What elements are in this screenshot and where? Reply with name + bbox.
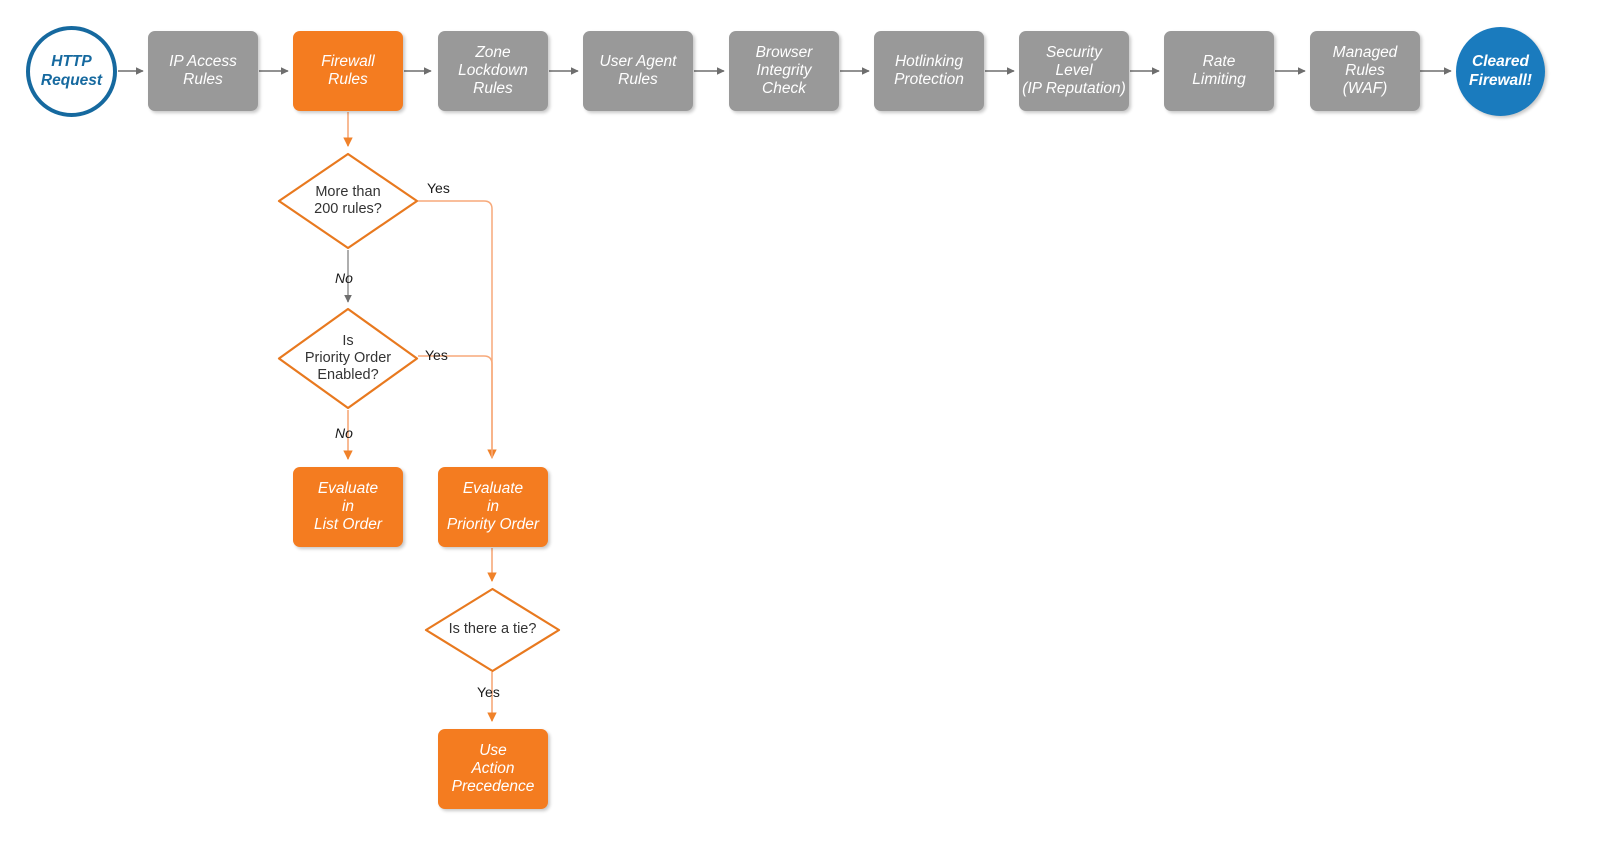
node-label: HTTP Request <box>40 53 103 89</box>
node-hotlinking-protection[interactable]: Hotlinking Protection <box>874 31 984 111</box>
diamond-shape <box>424 587 561 673</box>
node-zone-lockdown-rules[interactable]: Zone Lockdown Rules <box>438 31 548 111</box>
node-firewall-rules[interactable]: Firewall Rules <box>293 31 403 111</box>
node-label: Managed Rules (WAF) <box>1332 43 1398 98</box>
node-label: Zone Lockdown Rules <box>458 43 528 98</box>
node-decision-is-priority-order-enabled[interactable]: Is Priority Order Enabled? <box>277 307 419 410</box>
diamond-shape <box>277 307 419 410</box>
diamond-shape <box>277 152 419 250</box>
node-user-agent-rules[interactable]: User Agent Rules <box>583 31 693 111</box>
wire-rulecount-yes <box>418 200 497 459</box>
node-label: Use Action Precedence <box>451 741 535 796</box>
node-browser-integrity-check[interactable]: Browser Integrity Check <box>729 31 839 111</box>
edge-label-yes-tie: Yes <box>477 684 500 700</box>
node-label: Is there a tie? <box>448 621 537 638</box>
node-label: Cleared Firewall! <box>1469 53 1532 89</box>
node-label: Rate Limiting <box>1192 52 1246 88</box>
edge-label-yes-more-than-200: Yes <box>427 180 450 196</box>
node-label: Browser Integrity Check <box>755 43 813 98</box>
node-decision-is-there-a-tie[interactable]: Is there a tie? <box>424 587 561 673</box>
node-label: Hotlinking Protection <box>894 52 964 88</box>
node-evaluate-in-priority-order[interactable]: Evaluate in Priority Order <box>438 467 548 547</box>
node-ip-access-rules[interactable]: IP Access Rules <box>148 31 258 111</box>
node-rate-limiting[interactable]: Rate Limiting <box>1164 31 1274 111</box>
node-security-level[interactable]: Security Level (IP Reputation) <box>1019 31 1129 111</box>
node-managed-rules-waf[interactable]: Managed Rules (WAF) <box>1310 31 1420 111</box>
node-label: Evaluate in Priority Order <box>446 479 540 534</box>
node-label: Firewall Rules <box>321 52 375 88</box>
node-label: User Agent Rules <box>599 52 677 88</box>
node-evaluate-in-list-order[interactable]: Evaluate in List Order <box>293 467 403 547</box>
node-label: Is Priority Order Enabled? <box>304 332 392 384</box>
edge-label-no-more-than-200: No <box>335 270 353 286</box>
node-decision-more-than-200-rules[interactable]: More than 200 rules? <box>277 152 419 250</box>
node-label: Security Level (IP Reputation) <box>1022 43 1126 98</box>
node-http-request[interactable]: HTTP Request <box>26 26 117 117</box>
node-label: Evaluate in List Order <box>313 479 383 534</box>
node-label: IP Access Rules <box>169 52 237 88</box>
edge-label-yes-priority-enabled: Yes <box>425 347 448 363</box>
node-cleared-firewall[interactable]: Cleared Firewall! <box>1456 27 1545 116</box>
wire-priorityorder-yes <box>418 355 493 458</box>
node-use-action-precedence[interactable]: Use Action Precedence <box>438 729 548 809</box>
edge-label-no-priority-enabled: No <box>335 425 353 441</box>
node-label: More than 200 rules? <box>314 183 382 217</box>
